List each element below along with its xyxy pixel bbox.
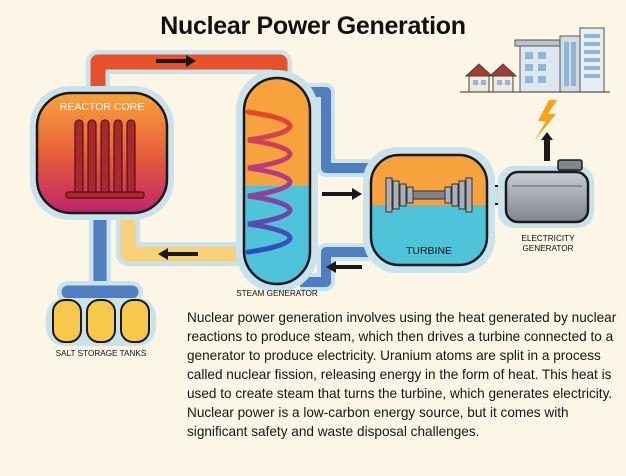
coil-icon bbox=[245, 109, 293, 255]
salt-storage-tanks: SALT STORAGE TANKS bbox=[46, 298, 156, 358]
steam-generator: STEAM GENERATOR bbox=[236, 70, 318, 298]
turbine: TURBINE bbox=[363, 147, 495, 273]
steam-generator-label: STEAM GENERATOR bbox=[236, 289, 318, 298]
electricity-generator-label-1: ELECTRICITY bbox=[521, 234, 575, 243]
page-title: Nuclear Power Generation bbox=[160, 12, 466, 40]
reactor-core-label: REACTOR CORE bbox=[60, 101, 144, 113]
salt-storage-label: SALT STORAGE TANKS bbox=[56, 349, 147, 358]
city-skyline bbox=[460, 27, 610, 93]
flow-arrow-icon bbox=[156, 55, 362, 273]
electricity-generator: ELECTRICITY GENERATOR bbox=[498, 159, 594, 253]
fuel-rods bbox=[65, 119, 145, 199]
building-icon bbox=[514, 27, 605, 93]
cold-return-pipe bbox=[116, 210, 250, 266]
reactor-core: REACTOR CORE bbox=[30, 86, 174, 220]
up-arrow-icon bbox=[541, 132, 553, 161]
description-text: Nuclear power generation involves using … bbox=[187, 310, 617, 439]
house-icon bbox=[464, 63, 518, 93]
electricity-generator-label-2: GENERATOR bbox=[522, 244, 573, 253]
turbine-label: TURBINE bbox=[406, 245, 452, 257]
lightning-bolt-icon bbox=[535, 100, 557, 140]
turbine-blades-icon bbox=[385, 177, 473, 213]
